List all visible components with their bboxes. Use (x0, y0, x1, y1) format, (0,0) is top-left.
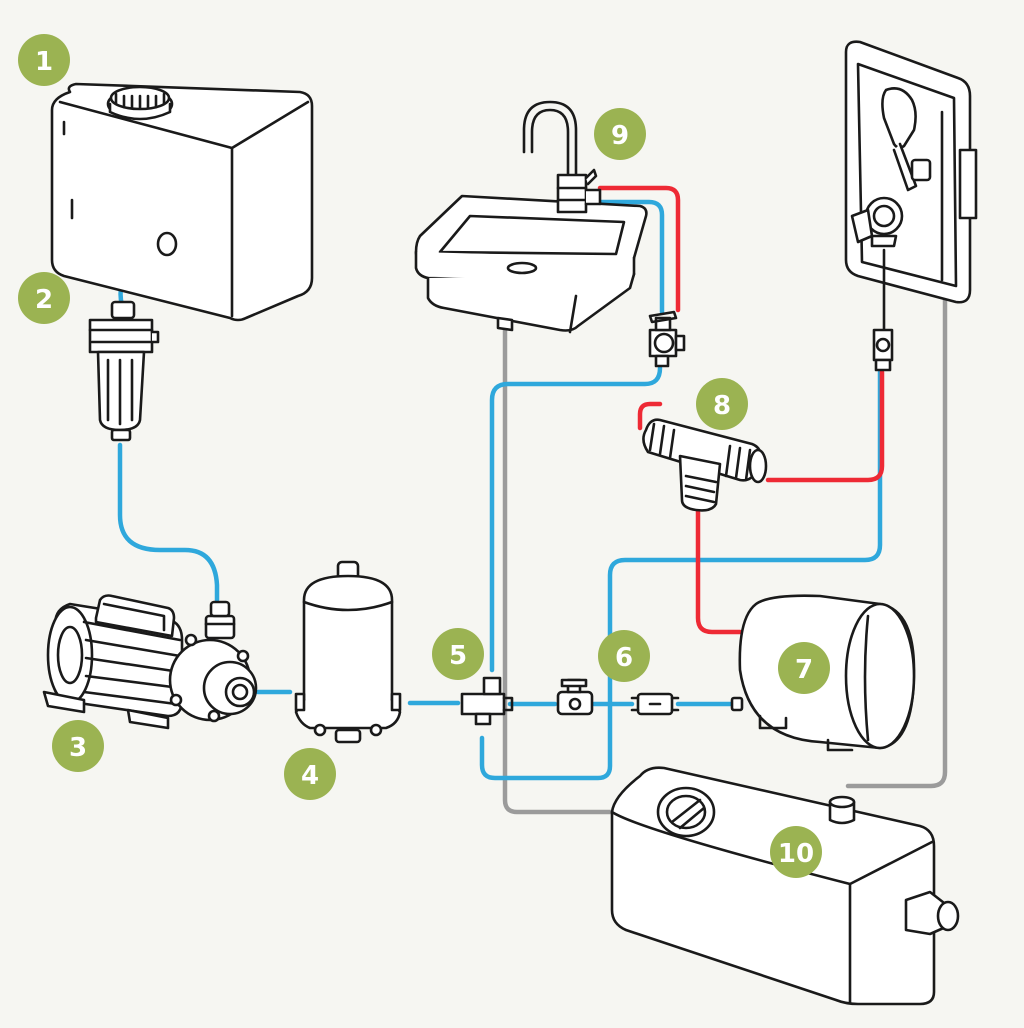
badge-4: 4 (284, 748, 336, 800)
water-pump-icon (42, 594, 258, 730)
sink-faucet-icon (414, 100, 648, 334)
waste-pipe-shower (845, 297, 948, 789)
badge-7: 7 (778, 642, 830, 694)
svg-text:6: 6 (615, 643, 633, 673)
tee-connector-icon (642, 418, 768, 512)
badge-3: 3 (52, 720, 104, 772)
cold-pipe-tee-sink (489, 365, 663, 673)
badge-2: 2 (18, 272, 70, 324)
svg-text:3: 3 (69, 733, 87, 763)
pipes (117, 185, 948, 815)
hot-pipe-tee-sink (637, 401, 663, 431)
check-valve-icon (630, 692, 680, 716)
shower-panel-icon (844, 40, 978, 372)
water-filter-icon (88, 300, 160, 442)
svg-text:1: 1 (35, 47, 53, 77)
svg-text:7: 7 (795, 655, 813, 685)
badge-8: 8 (696, 378, 748, 430)
cold-pipe-filter-pump (117, 442, 220, 603)
badge-10: 10 (770, 826, 822, 878)
svg-text:4: 4 (301, 761, 319, 791)
svg-text:8: 8 (713, 391, 731, 421)
ball-valve-icon (556, 678, 594, 716)
hot-pipe-tee-shower (765, 369, 885, 483)
sink-shutoff-valve-icon (648, 310, 686, 368)
svg-text:2: 2 (35, 285, 53, 315)
svg-text:9: 9 (611, 121, 629, 151)
hot-pipe-sink-faucet (597, 185, 681, 313)
svg-text:10: 10 (778, 839, 814, 869)
badge-6: 6 (598, 630, 650, 682)
svg-text:5: 5 (449, 641, 467, 671)
cold-pipe-sink-faucet (597, 199, 665, 315)
grey-water-tank-icon (610, 766, 960, 1006)
accumulator-tank-icon (294, 560, 402, 744)
badge-9: 9 (594, 108, 646, 160)
fresh-water-tank-icon (50, 82, 314, 322)
tee-fitting-icon (460, 676, 514, 726)
badge-1: 1 (18, 34, 70, 86)
badge-5: 5 (432, 628, 484, 680)
hot-pipe-heater-tee (695, 505, 743, 635)
waste-pipe-sink (502, 327, 615, 815)
